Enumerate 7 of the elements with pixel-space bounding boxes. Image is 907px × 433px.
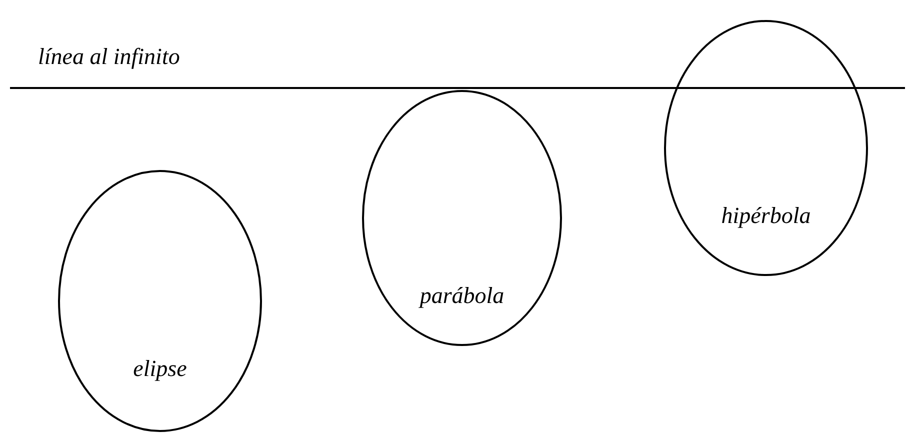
- ellipse: [664, 20, 868, 276]
- ellipse: [362, 90, 562, 346]
- ellipse: [58, 170, 262, 432]
- conic-label: parábola: [418, 283, 506, 309]
- line-label: línea al infinito: [38, 44, 180, 70]
- conic-label: elipse: [132, 356, 188, 382]
- conic-label: hipérbola: [720, 203, 812, 229]
